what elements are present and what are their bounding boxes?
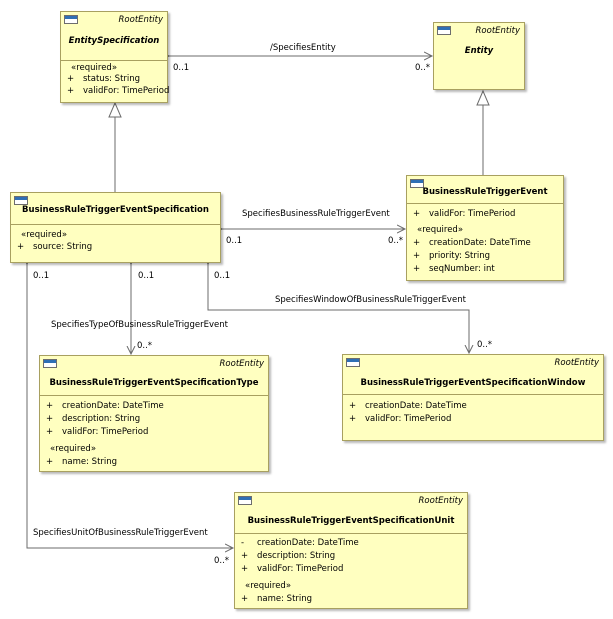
stereotype-label: RootEntity [118, 15, 163, 25]
class-name: EntitySpecification [68, 36, 160, 46]
attribute-row: +validFor: TimePeriod [67, 86, 170, 96]
attribute-row: +name: String [241, 594, 313, 604]
class-name: Entity [464, 46, 494, 56]
stereotype-group-label: «required» [417, 225, 464, 235]
multiplicity-label: 0..1 [214, 271, 231, 281]
attribute-row: +name: String [46, 457, 118, 467]
multiplicity-label: 0..1 [138, 271, 155, 281]
association-name-specifies-unit: SpecifiesUnitOfBusinessRuleTriggerEvent [33, 528, 208, 538]
generalization-brte-to-entity [476, 89, 490, 175]
class-icon [410, 179, 424, 188]
attribute-row: +validFor: TimePeriod [241, 564, 344, 574]
compartment-divider [61, 60, 167, 61]
attribute-row: +source: String [17, 242, 93, 252]
class-icon [43, 359, 57, 368]
multiplicity-label: 0..* [137, 341, 153, 351]
class-brte-specification-unit[interactable]: RootEntity BusinessRuleTriggerEventSpeci… [234, 492, 468, 609]
stereotype-label: RootEntity [475, 26, 520, 36]
attribute-row: +creationDate: DateTime [413, 238, 531, 248]
generalization-brte-spec-to-entity-spec [108, 101, 122, 192]
class-name: BusinessRuleTriggerEventSpecificationWin… [360, 378, 586, 388]
attribute-row: +creationDate: DateTime [349, 401, 467, 411]
attribute-row: +description: String [46, 414, 141, 424]
class-icon [346, 358, 360, 367]
class-brte-specification[interactable]: BusinessRuleTriggerEventSpecification «r… [10, 192, 221, 263]
multiplicity-label: 0..1 [173, 63, 190, 73]
association-name-specifies-type: SpecifiesTypeOfBusinessRuleTriggerEvent [51, 320, 228, 330]
association-name-specifies-entity: /SpecifiesEntity [270, 43, 336, 53]
multiplicity-label: 0..* [415, 63, 431, 73]
association-specifies-unit [27, 264, 233, 548]
multiplicity-label: 0..1 [226, 236, 243, 246]
stereotype-label: RootEntity [219, 359, 264, 369]
class-brte-specification-type[interactable]: RootEntity BusinessRuleTriggerEventSpeci… [39, 355, 269, 472]
stereotype-group-label: «required» [50, 444, 97, 454]
class-entity[interactable]: RootEntity Entity [433, 22, 525, 90]
class-name: BusinessRuleTriggerEventSpecification [22, 205, 209, 215]
compartment-divider [235, 533, 467, 534]
stereotype-group-label: «required» [21, 230, 68, 240]
multiplicity-label: 0..1 [33, 271, 50, 281]
association-name-specifies-window: SpecifiesWindowOfBusinessRuleTriggerEven… [275, 295, 466, 305]
multiplicity-label: 0..* [214, 556, 230, 566]
class-brte-specification-window[interactable]: RootEntity BusinessRuleTriggerEventSpeci… [342, 354, 604, 441]
attribute-row: +description: String [241, 551, 336, 561]
compartment-divider [407, 203, 563, 204]
association-name-specifies-brte: SpecifiesBusinessRuleTriggerEvent [242, 209, 390, 219]
attribute-row: -creationDate: DateTime [241, 538, 359, 548]
compartment-divider [40, 395, 268, 396]
class-icon [437, 26, 451, 35]
multiplicity-label: 0..* [477, 340, 493, 350]
attribute-row: +status: String [67, 74, 141, 84]
attribute-row: +validFor: TimePeriod [46, 427, 149, 437]
attribute-row: +seqNumber: int [413, 264, 495, 274]
class-name: BusinessRuleTriggerEventSpecificationUni… [247, 516, 455, 526]
stereotype-label: RootEntity [554, 358, 599, 368]
attribute-row: +validFor: TimePeriod [349, 414, 452, 424]
class-icon [64, 15, 78, 24]
attribute-row: +priority: String [413, 251, 490, 261]
multiplicity-label: 0..* [388, 236, 404, 246]
attribute-row: +creationDate: DateTime [46, 401, 164, 411]
class-name: BusinessRuleTriggerEventSpecificationTyp… [49, 378, 259, 388]
class-icon [14, 196, 28, 205]
class-entity-specification[interactable]: RootEntity EntitySpecification «required… [60, 11, 170, 103]
class-icon [238, 496, 252, 505]
class-name: BusinessRuleTriggerEvent [422, 187, 548, 197]
stereotype-group-label: «required» [245, 581, 292, 591]
compartment-divider [343, 394, 603, 395]
attribute-row: +validFor: TimePeriod [413, 209, 516, 219]
compartment-divider [11, 224, 220, 225]
stereotype-group-label: «required» [71, 63, 118, 73]
stereotype-label: RootEntity [418, 496, 463, 506]
class-brte[interactable]: BusinessRuleTriggerEvent +validFor: Time… [406, 175, 564, 281]
